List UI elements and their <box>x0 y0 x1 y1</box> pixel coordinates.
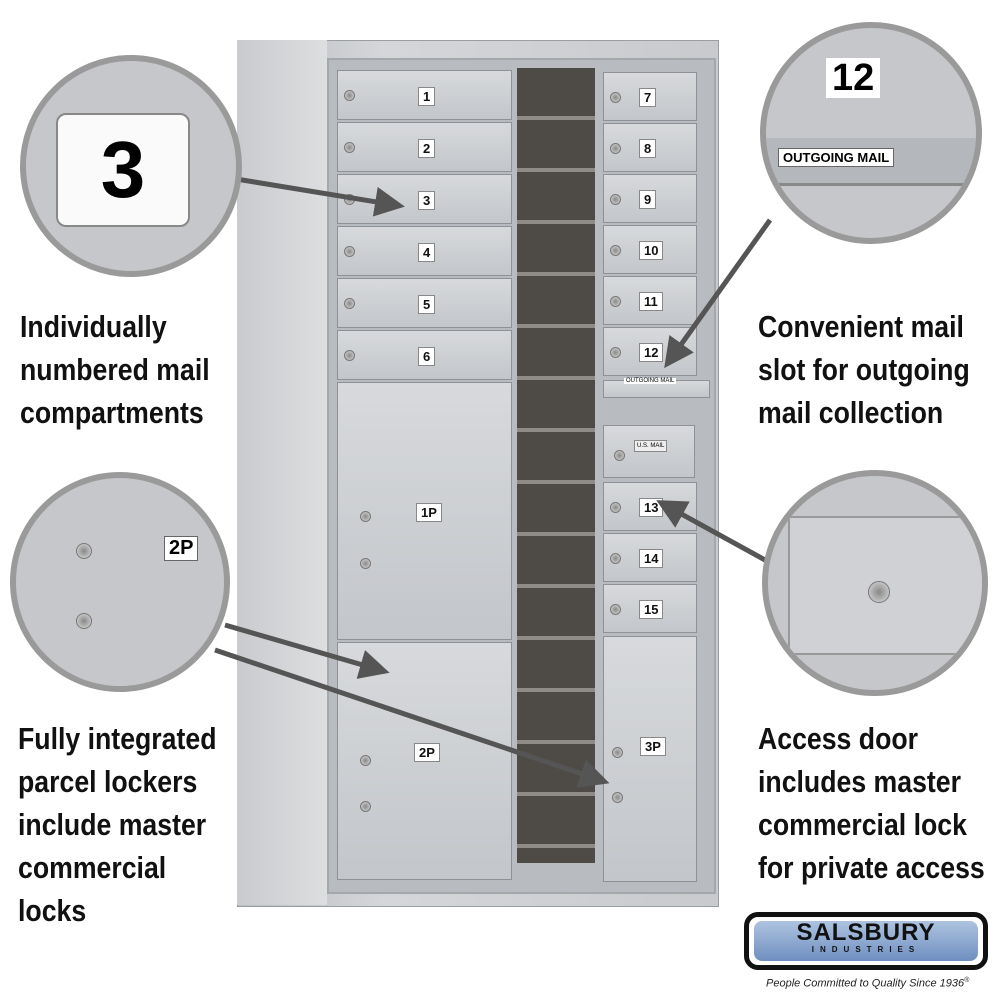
door-number: 14 <box>639 549 664 568</box>
door-number: 8 <box>639 139 657 158</box>
arrow-numbered <box>229 175 405 217</box>
arrow-outgoing <box>664 218 773 369</box>
door-number: 1P <box>416 503 442 522</box>
zoom-circle-access-door <box>762 470 988 696</box>
door-number: 1 <box>418 87 436 106</box>
mail-compartment[interactable]: 4 <box>337 226 512 276</box>
lock-icon <box>344 246 355 257</box>
lock-icon <box>610 603 621 615</box>
mail-compartment[interactable]: 9 <box>603 174 697 223</box>
door-number: 11 <box>639 292 663 311</box>
lock-icon <box>612 747 623 758</box>
lock-icon <box>360 801 371 812</box>
door-number: 10 <box>639 241 664 260</box>
mail-compartment[interactable]: 8 <box>603 123 697 172</box>
lock-icon <box>344 90 355 101</box>
door-number: 7 <box>639 88 657 107</box>
zoom-circle-number: 3 <box>20 55 242 277</box>
lock-icon <box>610 91 621 103</box>
arrow-access-door <box>656 500 767 563</box>
lock-icon <box>76 543 92 559</box>
door-number: 12 <box>639 343 664 362</box>
parcel-locker-1p[interactable]: 1P <box>337 382 512 640</box>
outgoing-mail-slot[interactable]: OUTGOING MAIL <box>603 378 710 398</box>
us-mail-plate: U.S. MAIL <box>634 440 668 452</box>
mail-compartment[interactable]: 15 <box>603 584 697 633</box>
zoom-number-plate: 3 <box>56 113 190 227</box>
door-number: 15 <box>639 600 664 619</box>
lock-icon <box>610 346 621 358</box>
lock-icon <box>344 350 355 361</box>
lock-icon <box>612 792 623 803</box>
mail-compartment[interactable]: 10 <box>603 225 697 274</box>
lock-icon <box>360 755 371 766</box>
master-lock-icon <box>868 581 890 603</box>
zoom-circle-parcel: 2P <box>10 472 230 692</box>
arrow-parcel-2p <box>224 622 390 679</box>
lock-icon <box>610 193 621 205</box>
door-number: 4 <box>418 243 436 262</box>
salsbury-logo: SALSBURY INDUSTRIES <box>744 912 988 970</box>
lock-icon <box>610 142 621 154</box>
parcel-locker-2p[interactable]: 2P <box>337 642 512 880</box>
lock-icon <box>344 298 355 309</box>
lock-icon <box>610 552 621 564</box>
door-number: 5 <box>418 295 436 314</box>
parcel-locker-3p-open[interactable]: 3P <box>603 636 697 882</box>
door-number: 3 <box>418 191 436 210</box>
door-number: 9 <box>639 190 657 209</box>
lock-icon <box>344 142 355 153</box>
door-number: 3P <box>640 737 666 756</box>
mail-compartment[interactable]: 14 <box>603 533 697 582</box>
lock-icon <box>76 613 92 629</box>
zoom-circle-outgoing: 12 OUTGOING MAIL <box>760 22 982 244</box>
access-door[interactable]: U.S. MAIL <box>603 425 695 478</box>
mail-compartment[interactable]: 11 <box>603 276 697 325</box>
mail-compartment[interactable]: 5 <box>337 278 512 328</box>
lock-icon <box>360 558 371 569</box>
open-rear-compartments <box>517 68 595 863</box>
master-lock-icon <box>614 450 625 461</box>
zoom-2p-label: 2P <box>164 536 199 561</box>
arrow-parcel-3p <box>214 647 610 788</box>
outgoing-mail-label: OUTGOING MAIL <box>624 378 677 384</box>
zoom-number-12: 12 <box>826 58 881 98</box>
mail-compartment[interactable]: 6 <box>337 330 512 380</box>
mail-compartment[interactable]: 1 <box>337 70 512 120</box>
lock-icon <box>610 501 621 513</box>
door-number: 2 <box>418 139 436 158</box>
zoom-outgoing-label: OUTGOING MAIL <box>778 148 895 167</box>
logo-tagline: People Committed to Quality Since 1936® <box>766 977 970 990</box>
mail-compartment[interactable]: 2 <box>337 122 512 172</box>
lock-icon <box>360 511 371 522</box>
lock-icon <box>610 244 621 256</box>
door-number: 2P <box>414 743 440 762</box>
lock-icon <box>610 295 621 307</box>
mail-compartment[interactable]: 7 <box>603 72 697 121</box>
door-number: 6 <box>418 347 436 366</box>
